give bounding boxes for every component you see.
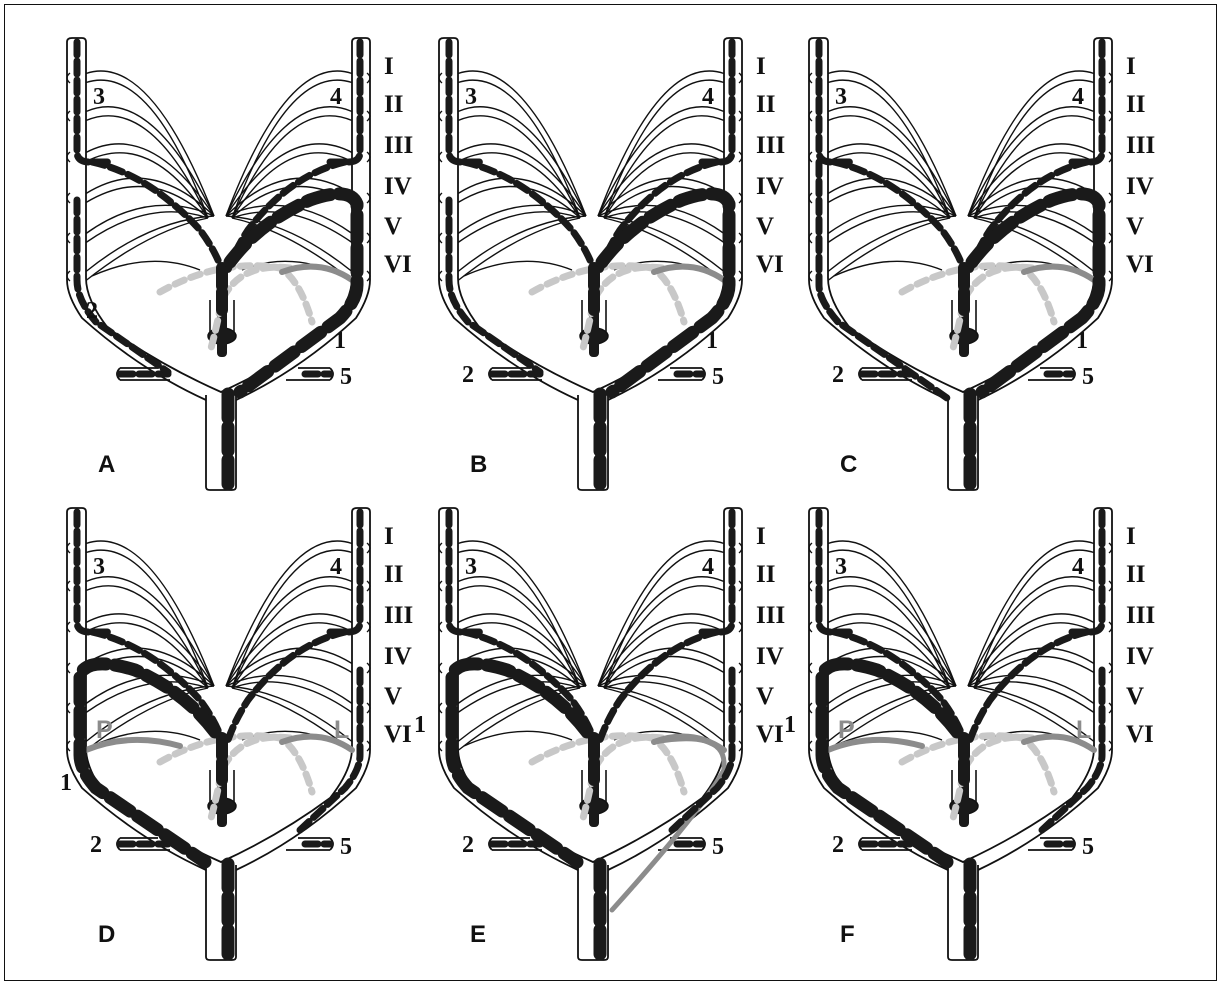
figure-frame: [4, 4, 1217, 981]
